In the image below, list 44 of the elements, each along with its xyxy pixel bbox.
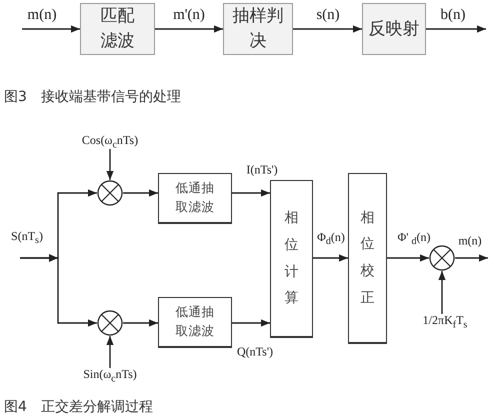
block-label: 相位计算 [284,209,298,308]
edge-label: S(nT$_{s}$) [10,230,44,246]
edge-label: m(n) [26,6,58,24]
arrow [232,319,270,327]
arrow [232,189,270,197]
edge-label: s(n) [315,6,341,24]
arrow [22,25,80,33]
block-label: 抽样判决 [232,5,284,53]
process-box [223,3,293,55]
arrow [426,25,486,33]
block-label: 低通抽取滤波 [174,303,216,340]
arrow [293,25,362,33]
arrow [123,319,158,327]
figure-caption: 图4 正交差分解调过程 [4,398,153,416]
process-box [80,3,155,55]
edge-label: m'(n) [172,6,206,24]
arrow [20,257,97,327]
arrow [455,254,488,262]
arrow [438,271,446,314]
edge-label: I(nTs') [245,163,279,177]
process-box [348,173,387,344]
signal-label: Sin(ω$_{c}$nTs) [83,367,137,385]
process-box [270,180,313,338]
process-box [362,3,426,55]
edge-label: Q(nTs') [236,345,274,359]
filter-box [158,173,232,224]
edge-label: Φ$_{d}$(n) [316,230,346,248]
arrow [106,149,114,180]
block-label: 匹配滤波 [100,5,136,53]
edge-label: m(n) [457,234,483,248]
figure-caption: 图3 接收端基带信号的处理 [4,88,181,106]
block-label: 反映射 [368,18,420,41]
block-label: 相位校正 [360,208,374,308]
block-label: 低通抽取滤波 [174,179,216,216]
arrow [106,336,114,368]
edge-label: b(n) [440,6,466,24]
arrow [387,254,429,262]
edge-label: Φ' $_{d}$(n) [396,230,432,248]
signal-label: 1/2πK$_{f}$T$_{s}$ [422,313,468,331]
filter-box [158,297,232,348]
arrow [123,189,158,197]
signal-label: Cos(ω$_{c}$nTs) [82,132,138,150]
arrow [155,25,223,33]
arrow [313,254,348,262]
